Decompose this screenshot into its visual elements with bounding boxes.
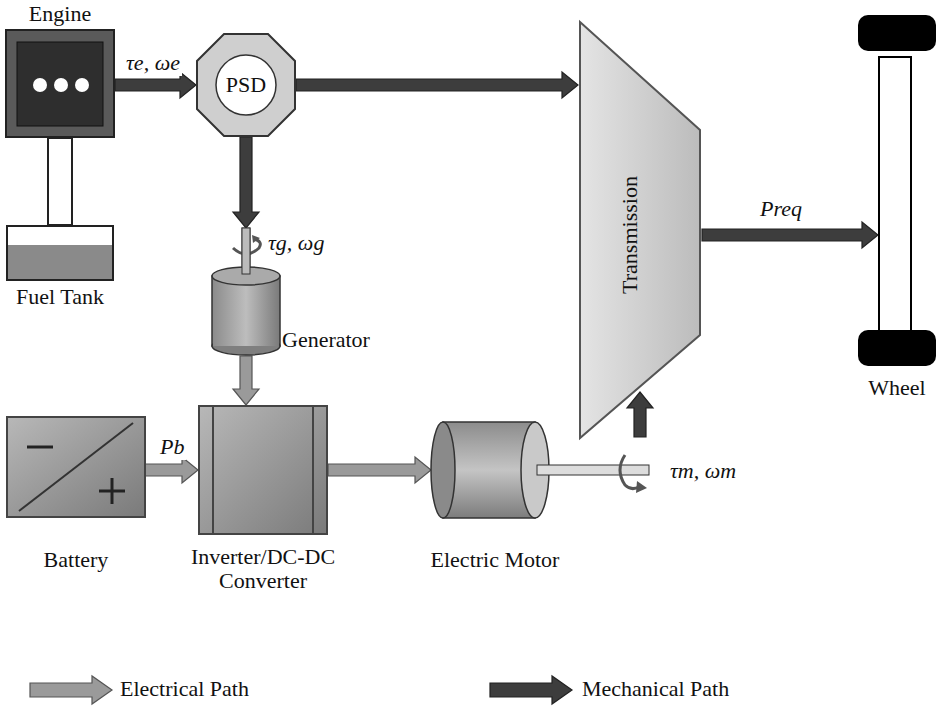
electrical-arrow <box>233 356 259 405</box>
node-label: Fuel Tank <box>5 285 115 309</box>
electrical-sample-arrow <box>30 676 112 704</box>
signal-label: τm, ωm <box>668 458 738 484</box>
node-label: PSD <box>196 73 296 97</box>
mechanical-arrow <box>233 137 259 228</box>
legend-text: Electrical Path <box>120 676 249 702</box>
node-label: Battery <box>5 548 147 572</box>
electrical-arrow <box>145 457 198 483</box>
edge-label: Pb <box>158 434 186 460</box>
mechanical-arrow <box>296 72 578 98</box>
node-label: Transmission <box>618 176 642 294</box>
diagram-node: Transmission <box>578 20 702 440</box>
diagram-node: Engine <box>5 2 115 138</box>
node-label: Wheel <box>855 376 939 400</box>
mechanical-arrow <box>627 392 653 437</box>
node-label: Generator <box>282 328 380 352</box>
legend-text: Mechanical Path <box>582 676 729 702</box>
diagram-node: Fuel Tank <box>5 225 115 313</box>
mechanical-sample-arrow <box>490 676 572 704</box>
diagram-node: Electric Motor <box>425 415 665 575</box>
electrical-arrow <box>328 457 431 483</box>
signal-label: τg, ωg <box>266 230 326 256</box>
fuel-pipe <box>48 138 72 225</box>
node-label: Electric Motor <box>420 548 570 572</box>
node-shape <box>855 12 939 407</box>
diagram-node: Wheel <box>855 12 939 407</box>
diagram-node: Inverter/DC-DC Converter <box>175 405 350 595</box>
edge-label: τe, ωe <box>124 50 182 76</box>
node-label: Engine <box>5 2 115 26</box>
diagram-node: PSD <box>196 33 296 137</box>
edge-label: Preq <box>758 196 804 222</box>
node-label: Inverter/DC-DC Converter <box>178 545 348 593</box>
diagram-node: Battery <box>5 415 147 575</box>
mechanical-arrow <box>702 222 878 248</box>
